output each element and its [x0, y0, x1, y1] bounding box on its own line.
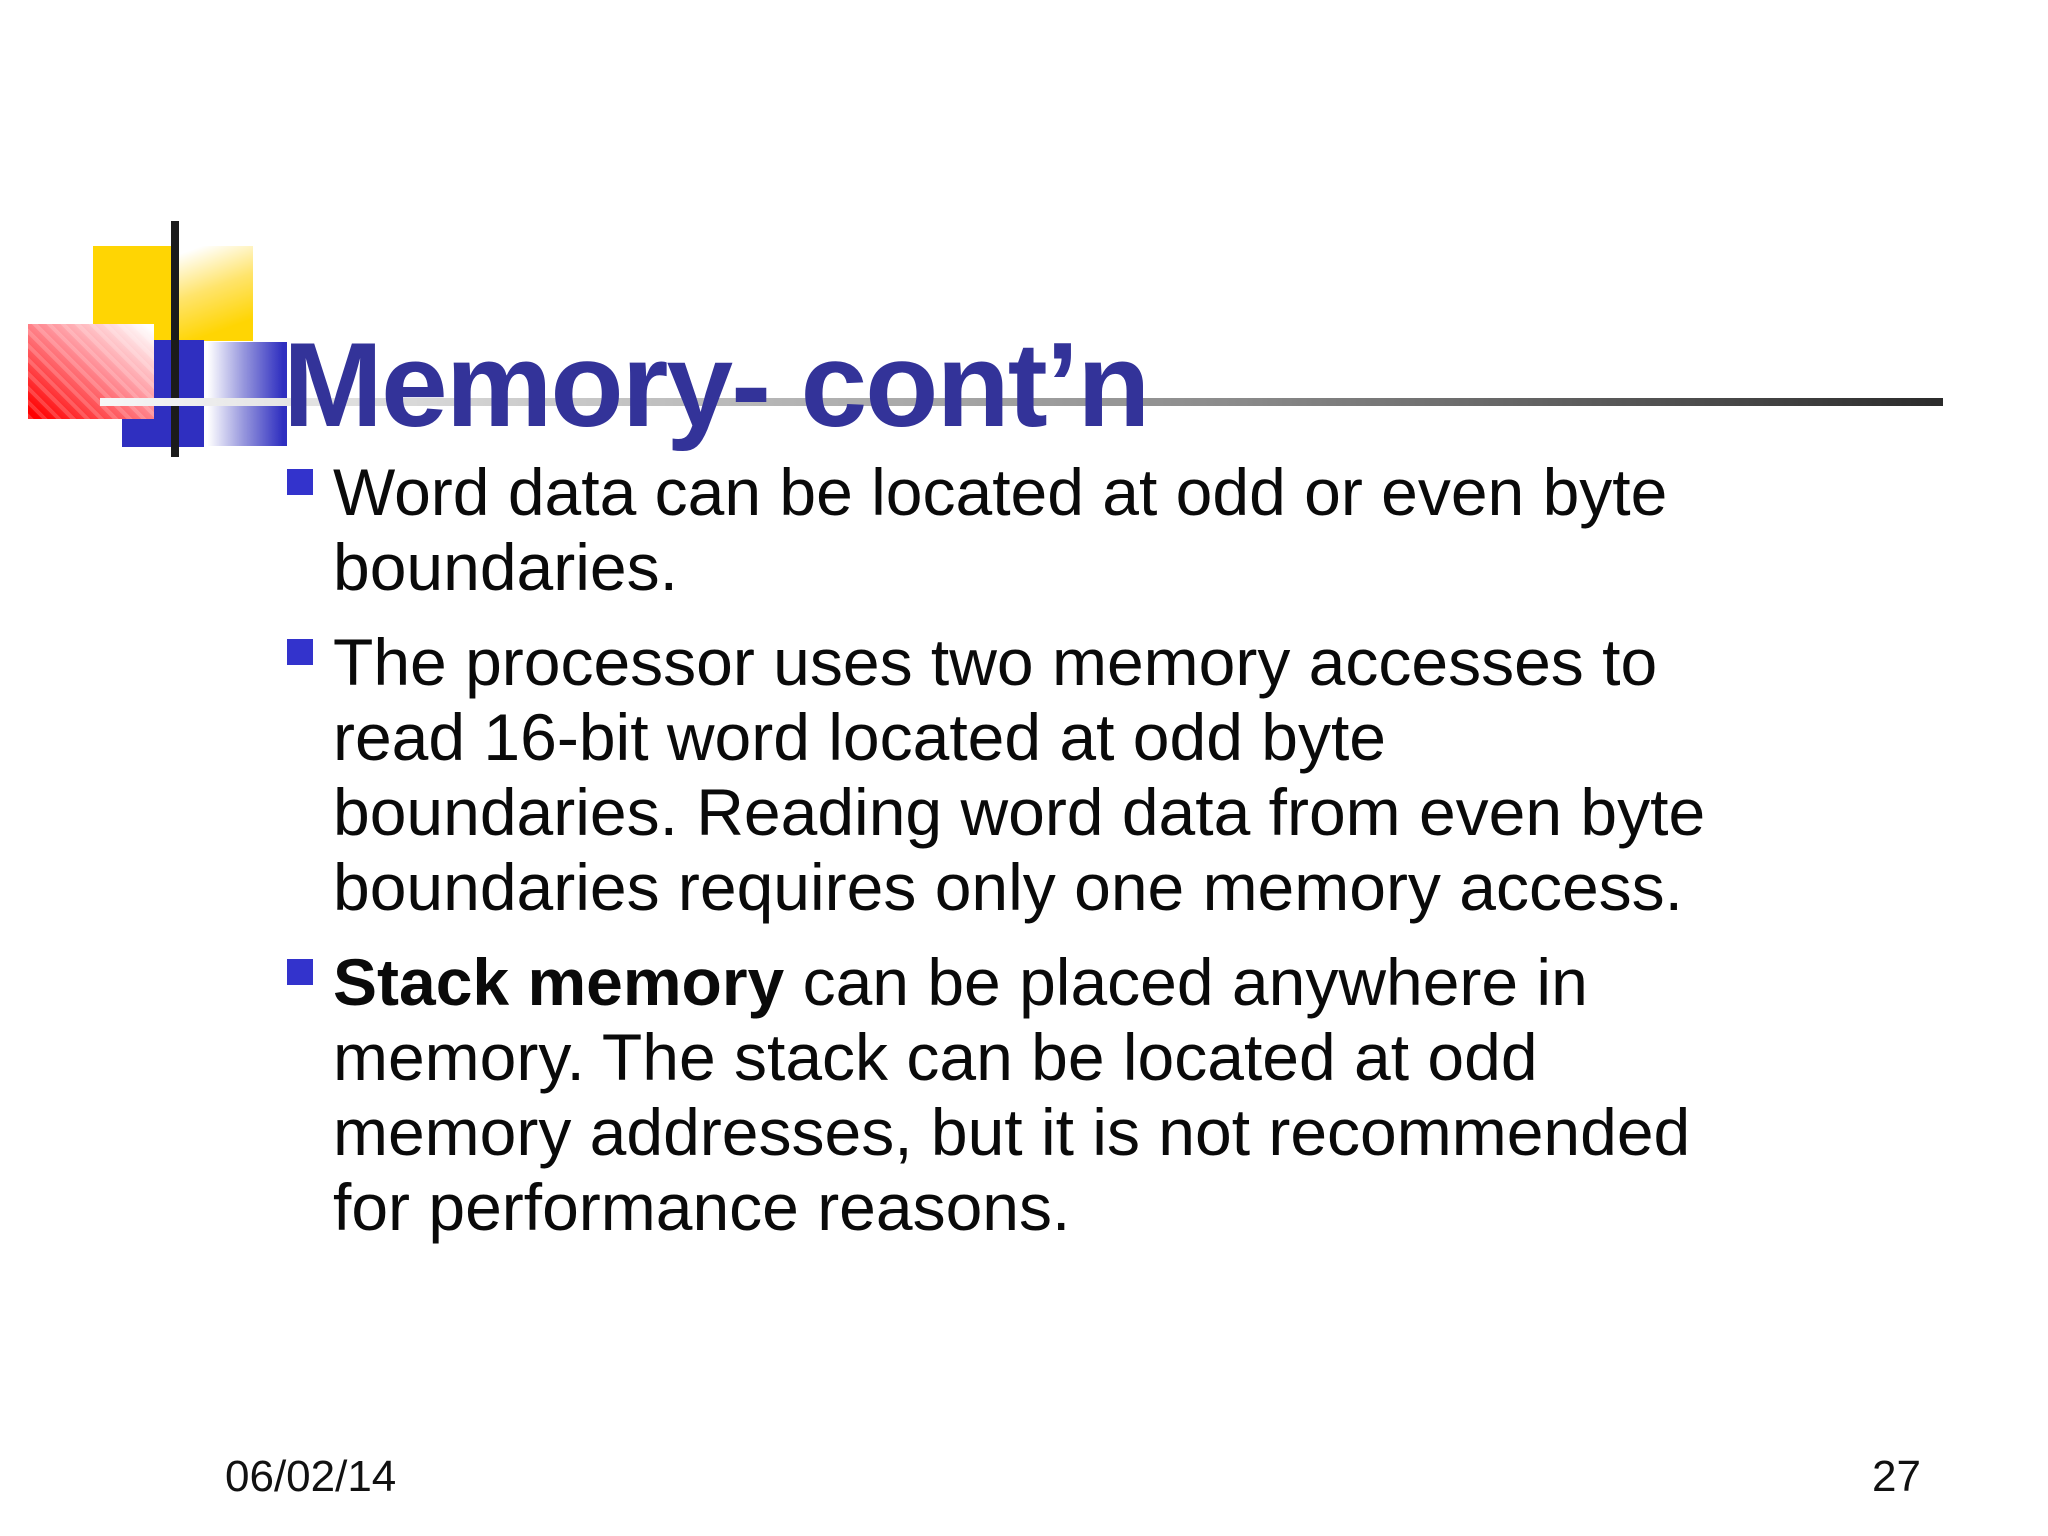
bullet-item-2: The processor uses two memory accesses t…: [287, 625, 1987, 925]
logo-yellow-gradient-square: [175, 246, 253, 341]
bullet-text-2: The processor uses two memory accesses t…: [333, 625, 1706, 924]
logo-blue-gradient-square: [206, 342, 287, 446]
bullet-square-icon: [287, 469, 313, 495]
title-underline-rule: [100, 398, 1943, 406]
bullet-item-1: Word data can be located at odd or even …: [287, 455, 1987, 605]
bullet-text-3: Stack memory can be placed anywhere in m…: [333, 945, 1691, 1244]
footer-date: 06/02/14: [225, 1452, 397, 1501]
logo-vertical-line: [171, 221, 179, 457]
footer-page-number: 27: [1872, 1452, 1921, 1501]
slide-title: Memory- cont’n: [283, 318, 1150, 453]
bullet-square-icon: [287, 639, 313, 665]
bullet-square-icon: [287, 959, 313, 985]
bullet-item-3: Stack memory can be placed anywhere in m…: [287, 945, 1987, 1245]
slide-body: Word data can be located at odd or even …: [287, 455, 1987, 1265]
bullet-text-1: Word data can be located at odd or even …: [333, 455, 1668, 604]
